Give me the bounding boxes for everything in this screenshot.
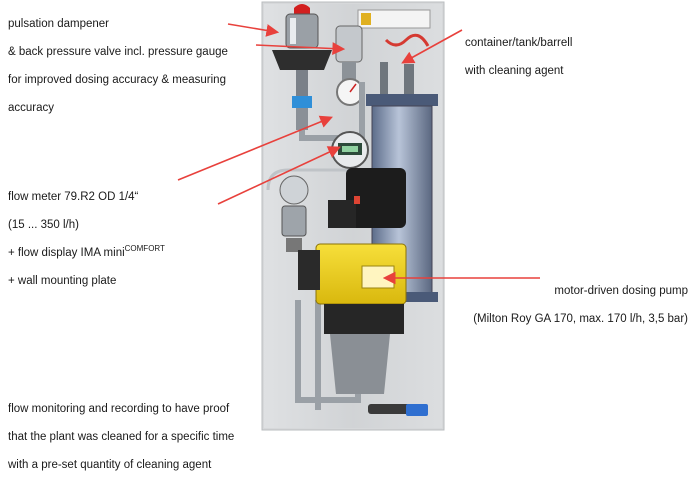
dampener-line3: for improved dosing accuracy & measuring [8, 74, 226, 86]
dampener-line4: accuracy [8, 102, 55, 114]
dosing-station-illustration [261, 1, 445, 431]
flowmeter-line3-main: + flow display IMA mini [8, 247, 125, 259]
dampener-line2: & back pressure valve incl. pressure gau… [8, 46, 228, 58]
container-line1: container/tank/barrell [465, 37, 573, 49]
pump-line1: motor-driven dosing pump [554, 285, 688, 297]
dampener-line1: pulsation dampener [8, 18, 110, 30]
pump-motor [328, 168, 406, 228]
label-container: container/tank/barrell with cleaning age… [465, 22, 572, 92]
label-flow-monitoring: flow monitoring and recording to have pr… [8, 388, 234, 486]
container-line2: with cleaning agent [465, 65, 564, 77]
label-flow-meter: flow meter 79.R2 OD 1/4“ (15 ... 350 l/h… [8, 176, 165, 302]
flow-meter [331, 131, 369, 169]
monitoring-line2: that the plant was cleaned for a specifi… [8, 431, 235, 443]
pump-line2: (Milton Roy GA 170, max. 170 l/h, 3,5 ba… [473, 313, 688, 325]
label-pulsation-dampener: pulsation dampener & back pressure valve… [8, 3, 228, 129]
flowmeter-line4: + wall mounting plate [8, 275, 117, 287]
flowmeter-line3-sup: COMFORT [124, 244, 165, 254]
flowmeter-line3: + flow display IMA miniCOMFORT [8, 244, 165, 260]
label-dosing-pump: motor-driven dosing pump (Milton Roy GA … [473, 270, 688, 340]
monitoring-line3: with a pre-set quantity of cleaning agen… [8, 459, 212, 471]
monitoring-line1: flow monitoring and recording to have pr… [8, 403, 230, 415]
flowmeter-line1: flow meter 79.R2 OD 1/4“ [8, 191, 139, 203]
flowmeter-line2: (15 ... 350 l/h) [8, 219, 79, 231]
